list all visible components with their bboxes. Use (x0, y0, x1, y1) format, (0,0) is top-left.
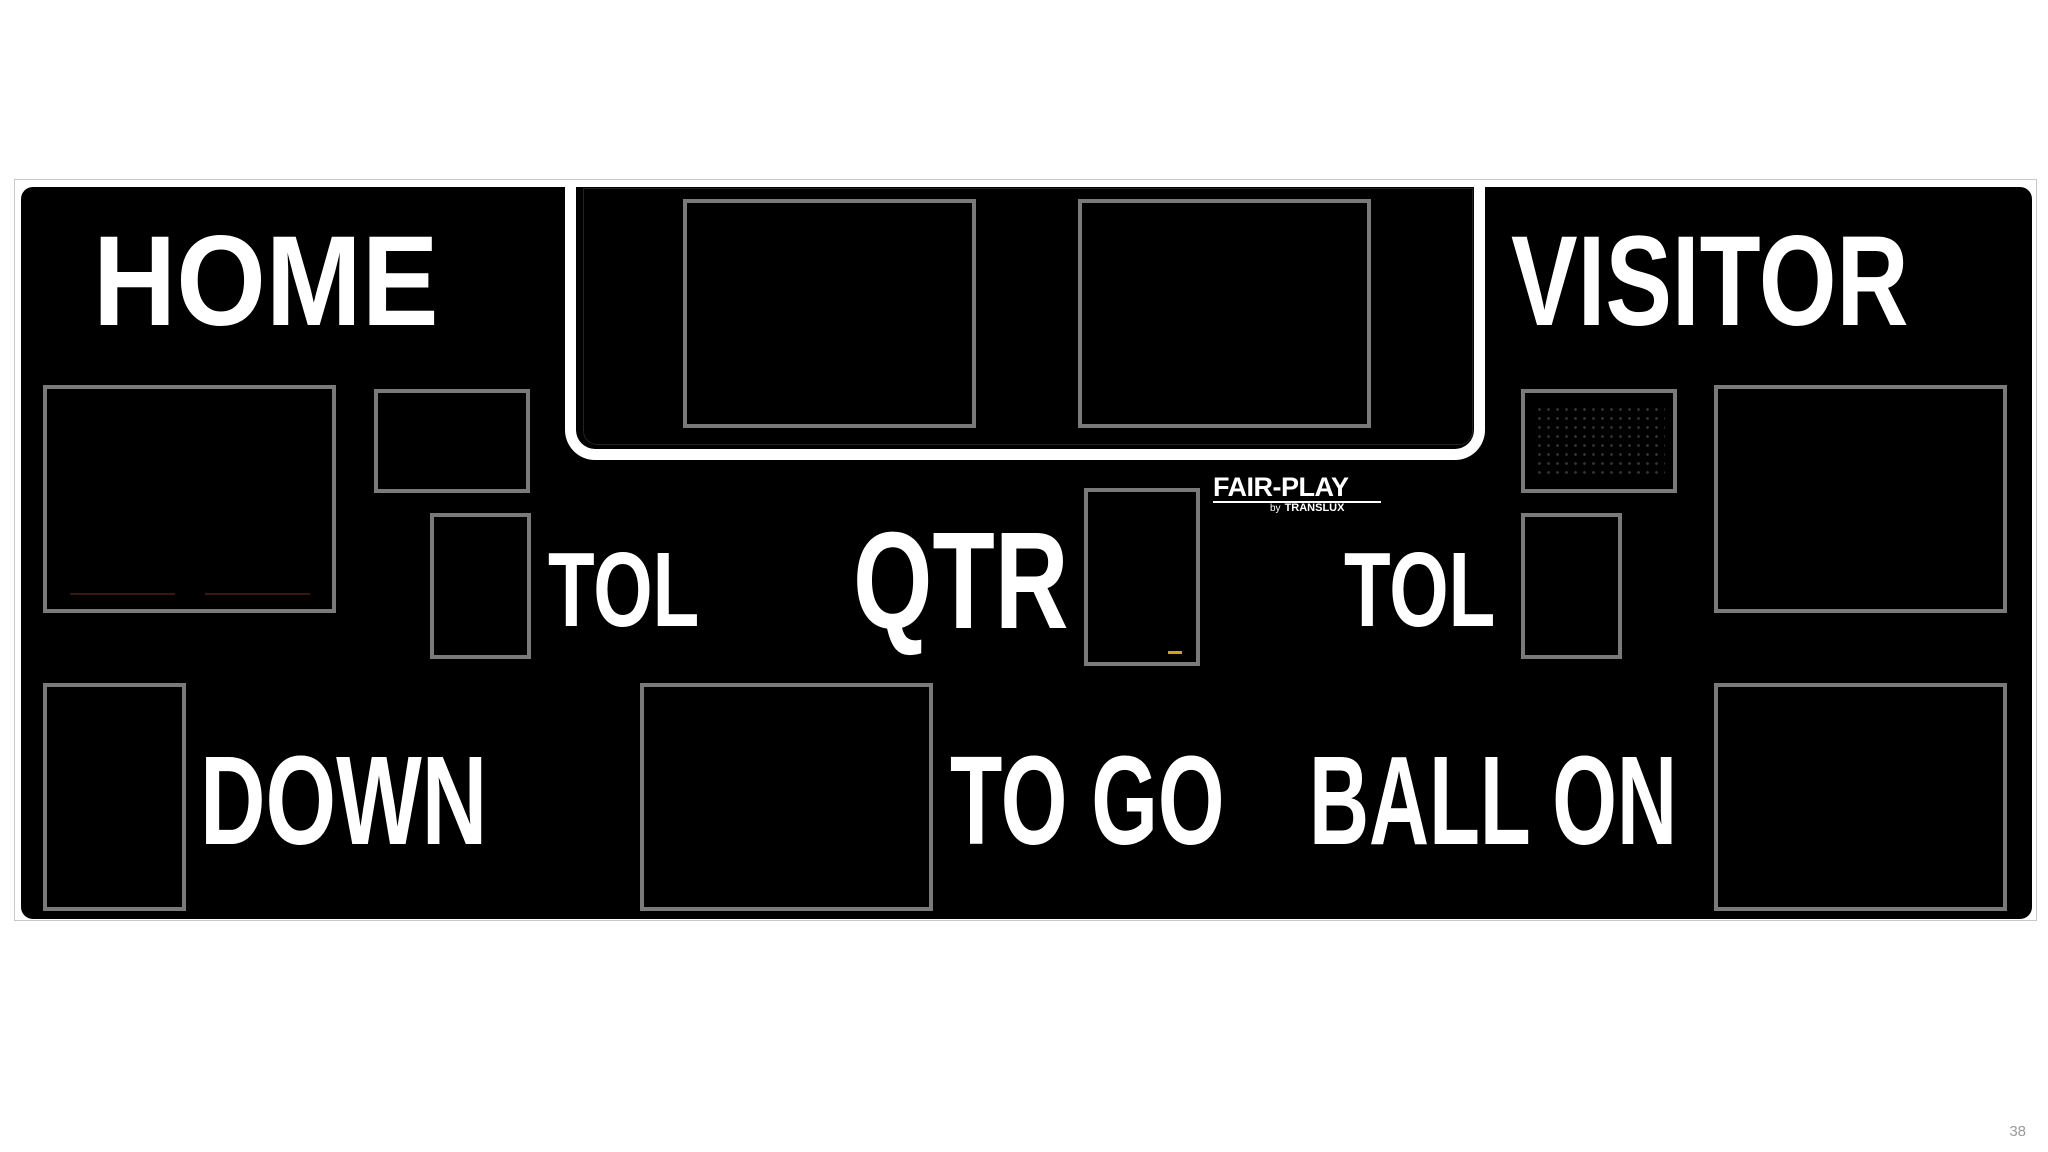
visitor-tol-digit (1521, 513, 1622, 659)
logo-underline (1213, 501, 1381, 503)
home-tol-digit (430, 513, 531, 659)
to-go-digits (640, 683, 933, 911)
ball-on-label: BALL ON (1309, 730, 1678, 871)
qtr-label: QTR (853, 504, 1069, 658)
clock-bracket (565, 187, 1485, 460)
quarter-indicator-light (1168, 651, 1182, 654)
visitor-small-digits-dots (1535, 405, 1665, 475)
down-label: DOWN (200, 730, 488, 871)
ball-on-digits (1714, 683, 2007, 911)
logo-by: by (1270, 503, 1281, 514)
home-score-segment (205, 593, 310, 595)
home-score-digits (43, 385, 336, 613)
home-label: HOME (93, 210, 439, 353)
home-small-digits (374, 389, 530, 493)
clock-seconds-digits (1078, 199, 1371, 428)
home-score-segment (70, 593, 175, 595)
fair-play-logo: FAIR-PLAY (1213, 472, 1349, 502)
visitor-score-digits (1714, 385, 2007, 613)
home-tol-label: TOL (548, 531, 700, 649)
logo-maker: TRANSLUX (1284, 502, 1345, 514)
visitor-tol-label: TOL (1344, 531, 1496, 649)
visitor-label: VISITOR (1511, 210, 1909, 353)
quarter-digit (1084, 488, 1200, 666)
page-number: 38 (2009, 1123, 2026, 1140)
down-digit (43, 683, 186, 911)
clock-minutes-digits (683, 199, 976, 428)
to-go-label: TO GO (950, 730, 1225, 871)
